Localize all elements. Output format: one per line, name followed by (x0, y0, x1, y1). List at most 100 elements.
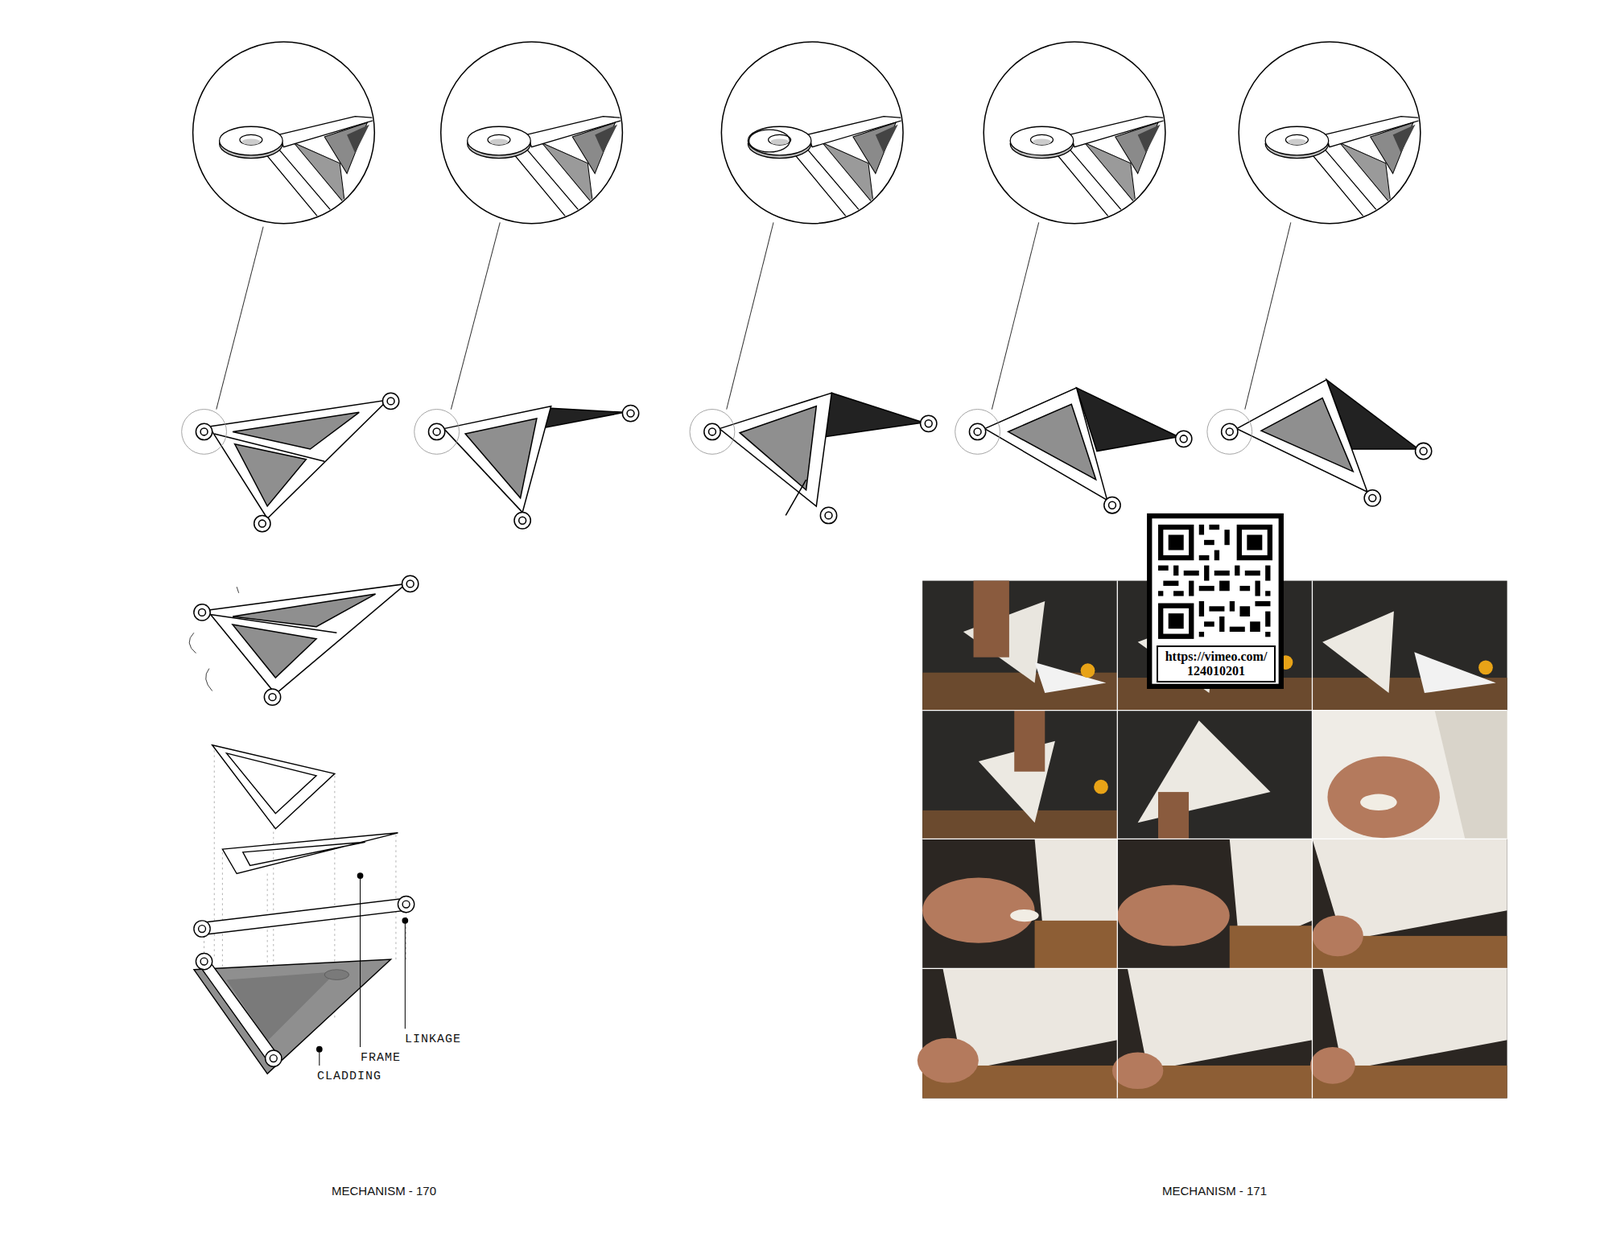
qr-code (1173, 590, 1184, 596)
photo-grid (1311, 581, 1507, 711)
assembled-panel (210, 614, 337, 633)
exploded-view (357, 873, 363, 879)
photo-grid (1311, 838, 1507, 969)
photo-grid (1035, 662, 1107, 693)
photo-grid (1311, 710, 1507, 841)
photo-grid (1311, 581, 1313, 1099)
photo-grid (922, 581, 1118, 711)
leader-line (991, 222, 1039, 409)
qr-code (1199, 601, 1205, 617)
panel-sequence (920, 415, 937, 432)
panel-sequence (1175, 430, 1192, 447)
panel-sequence (195, 423, 212, 440)
panel-sequence (820, 507, 837, 524)
qr-code (1214, 550, 1220, 561)
panel-sequence (235, 444, 307, 507)
panel-sequence (1364, 490, 1381, 507)
panel-sequence (444, 406, 552, 513)
exploded-view (202, 898, 407, 936)
exploded-view (222, 832, 398, 875)
photo-grid (922, 581, 1507, 1099)
panel-sequence (1419, 447, 1427, 455)
qr-code (1237, 524, 1273, 561)
photo-grid (922, 810, 1118, 841)
qr-code (1265, 611, 1271, 627)
detail-circle (749, 129, 791, 153)
photo-grid (922, 838, 1118, 969)
exploded-view (359, 875, 361, 1048)
panel-sequence (1237, 379, 1368, 492)
part-label: CLADDING (317, 1069, 382, 1084)
photo-grid (1117, 581, 1118, 1099)
exploded-view (265, 1050, 282, 1067)
leader-line (216, 222, 1291, 409)
panel-sequence (214, 433, 325, 462)
photo-grid (922, 709, 1507, 711)
qr-code (1229, 601, 1235, 612)
assembled-panel (236, 586, 240, 594)
photo-grid (1414, 651, 1496, 693)
photo-grid (1010, 909, 1040, 922)
qr-code (1208, 606, 1225, 611)
photo-grid (1035, 920, 1118, 970)
qr-code (1199, 555, 1210, 561)
photo-grid (1138, 720, 1271, 823)
qr-code (1245, 570, 1261, 576)
qr-code (1173, 565, 1179, 577)
panel-sequence (519, 516, 527, 524)
panel-sequence (181, 379, 1432, 532)
exploded-view (222, 852, 223, 970)
panel-sequence (387, 397, 395, 405)
qr-code (1265, 631, 1271, 637)
qr-code (1219, 581, 1230, 592)
panel-sequence (709, 428, 717, 436)
qr-code (1234, 565, 1240, 577)
leader-line (1245, 222, 1291, 409)
panel-sequence (1415, 442, 1432, 459)
photo-grid (1435, 710, 1508, 841)
qr-code (1214, 570, 1230, 576)
url-caption-box: https://vimeo.com/ 124010201 (1156, 645, 1276, 683)
photo-grid (1112, 1051, 1163, 1089)
assembled-panel (198, 608, 207, 616)
panel-sequence (432, 428, 441, 436)
assembled-panel (263, 688, 281, 706)
photo-grid (922, 581, 1118, 711)
leader-line (450, 222, 500, 409)
qr-code (1199, 631, 1205, 637)
detail-circle (219, 116, 381, 248)
detail-circle (1010, 116, 1172, 248)
panel-sequence (1008, 404, 1097, 480)
exploded-view (404, 920, 406, 1029)
panel-sequence (739, 406, 817, 491)
photo-grid (1310, 968, 1508, 1098)
page-number: MECHANISM - 171 (1162, 1183, 1267, 1198)
exploded-view (198, 925, 207, 933)
panel-sequence (984, 387, 1107, 500)
panel-sequence (1104, 497, 1121, 514)
photo-grid (973, 581, 1010, 658)
detail-circle (983, 41, 1166, 224)
exploded-view (402, 918, 408, 924)
exploded-view (193, 920, 211, 937)
photo-grid (1117, 710, 1312, 841)
exploded-view (195, 952, 212, 970)
panel-sequence (382, 392, 399, 409)
photo-grid (1311, 581, 1507, 711)
photo-grid (917, 968, 1118, 1098)
qr-code (1158, 524, 1194, 561)
part-label: FRAME (360, 1051, 401, 1065)
exploded-view (395, 834, 396, 960)
assembled-panel (206, 583, 406, 694)
photo-grid (1117, 710, 1312, 841)
panel-sequence (1225, 428, 1233, 436)
assembled-panel (406, 580, 414, 588)
panel-sequence (626, 409, 635, 417)
photo-grid (1311, 838, 1507, 969)
photo-grid (1093, 779, 1109, 795)
qr-code (1146, 513, 1284, 689)
panel-sequence (704, 423, 721, 440)
detail-circle (193, 41, 376, 224)
panel-sequence (1179, 435, 1188, 443)
assembled-panel (189, 632, 196, 653)
